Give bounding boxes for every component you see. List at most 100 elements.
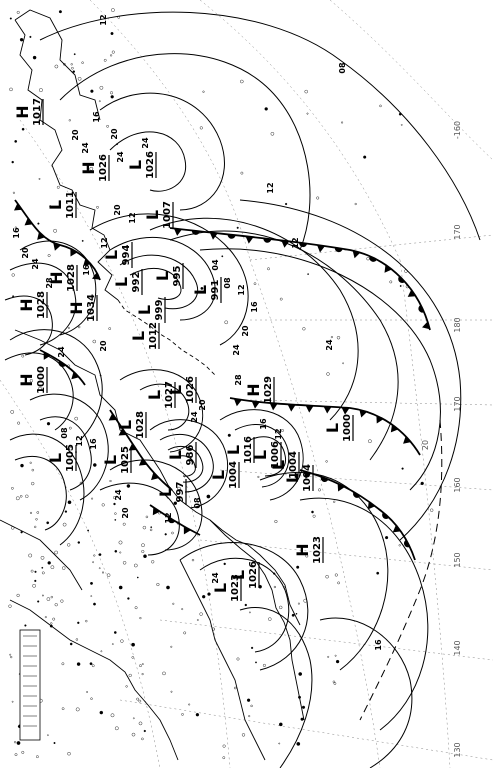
warm-front-semicircle xyxy=(167,517,176,524)
station-marker xyxy=(90,595,93,597)
station-marker xyxy=(81,239,84,242)
station-marker xyxy=(273,572,276,575)
station-marker xyxy=(90,697,93,700)
station-marker xyxy=(303,598,308,603)
station-marker xyxy=(75,638,79,641)
station-marker xyxy=(301,705,306,709)
station-marker xyxy=(326,372,330,376)
station-marker xyxy=(73,53,76,56)
center-pressure: 1005 xyxy=(65,444,76,472)
center-letter: L xyxy=(211,583,230,593)
station-marker xyxy=(74,416,78,421)
station-marker xyxy=(47,254,51,257)
station-marker xyxy=(280,429,284,432)
station-marker xyxy=(91,497,94,500)
isobar-value-label: 12 xyxy=(100,237,109,248)
station-marker xyxy=(337,581,340,585)
center-pressure: 1026 xyxy=(98,154,109,182)
station-marker xyxy=(285,202,288,206)
warm-front-semicircle xyxy=(58,360,66,367)
station-marker xyxy=(110,54,113,57)
station-marker xyxy=(141,550,145,553)
isobar-value-label: 16 xyxy=(12,227,21,239)
station-marker xyxy=(60,599,64,603)
station-marker xyxy=(246,698,251,702)
station-marker xyxy=(304,89,308,94)
isobar-value-label: 24 xyxy=(325,339,334,351)
warm-front-semicircle xyxy=(369,256,377,262)
station-marker xyxy=(270,132,275,136)
station-marker xyxy=(25,494,29,498)
station-marker xyxy=(111,50,115,54)
station-marker xyxy=(305,554,309,558)
station-marker xyxy=(21,127,25,131)
center-pressure: 995 xyxy=(172,266,183,287)
station-marker xyxy=(90,316,94,319)
station-marker xyxy=(249,611,251,614)
station-marker xyxy=(81,61,84,64)
station-marker xyxy=(106,125,109,128)
station-marker xyxy=(110,32,114,35)
station-marker xyxy=(54,550,58,555)
station-marker xyxy=(162,671,166,676)
station-marker xyxy=(354,202,357,206)
station-marker xyxy=(333,682,337,685)
station-marker xyxy=(35,518,38,521)
center-pressure: 1004 xyxy=(228,461,239,489)
station-marker xyxy=(50,565,55,570)
station-marker xyxy=(125,685,128,688)
station-marker xyxy=(400,124,403,126)
station-marker xyxy=(110,91,113,95)
station-marker xyxy=(34,570,37,573)
center-pressure: 1016 xyxy=(243,436,254,464)
station-marker xyxy=(240,79,244,84)
station-marker xyxy=(93,463,97,467)
center-pressure: 992 xyxy=(131,272,142,293)
station-marker xyxy=(128,673,132,677)
center-pressure: 1023 xyxy=(312,536,323,564)
station-marker xyxy=(227,433,231,437)
station-marker xyxy=(114,550,118,553)
station-marker xyxy=(336,336,341,340)
cold-front-triangle xyxy=(183,526,191,535)
center-pressure: 1006 xyxy=(270,441,281,469)
cold-front-triangle xyxy=(281,240,290,248)
center-pressure: 986 xyxy=(185,445,196,466)
isobar-value-label: 24 xyxy=(116,151,125,163)
cold-front-triangle xyxy=(305,405,314,413)
center-letter: L xyxy=(112,277,131,287)
station-marker xyxy=(67,543,71,547)
isobar-value-label: 28 xyxy=(45,277,54,289)
station-marker xyxy=(368,439,372,444)
station-marker xyxy=(141,737,144,741)
station-marker xyxy=(262,663,266,667)
station-marker xyxy=(30,569,34,573)
station-marker xyxy=(114,512,117,515)
isobar-value-label: 12 xyxy=(75,435,84,446)
center-letter: H xyxy=(67,301,86,314)
center-pressure: 991 xyxy=(210,280,221,301)
station-marker xyxy=(206,494,211,499)
cold-front-triangle xyxy=(53,242,61,251)
longitude-label: 180 xyxy=(453,317,462,332)
station-marker xyxy=(188,703,191,706)
center-pressure: 1026 xyxy=(248,561,259,589)
cold-front-triangle xyxy=(337,483,345,492)
isobar-value-label: 12 xyxy=(291,237,300,248)
longitude-label: 140 xyxy=(453,640,462,655)
station-marker xyxy=(131,642,135,647)
cold-front-triangle xyxy=(269,403,278,411)
center-letter: H xyxy=(17,373,36,386)
station-marker xyxy=(138,699,142,703)
isobar-value-label: 16 xyxy=(250,301,259,313)
station-marker xyxy=(49,205,52,208)
station-marker xyxy=(37,600,40,603)
station-marker xyxy=(10,410,14,414)
station-marker xyxy=(150,526,153,529)
isobar-labels: 0812162020242424121212121620242816200804… xyxy=(12,14,383,650)
station-marker xyxy=(8,604,12,608)
